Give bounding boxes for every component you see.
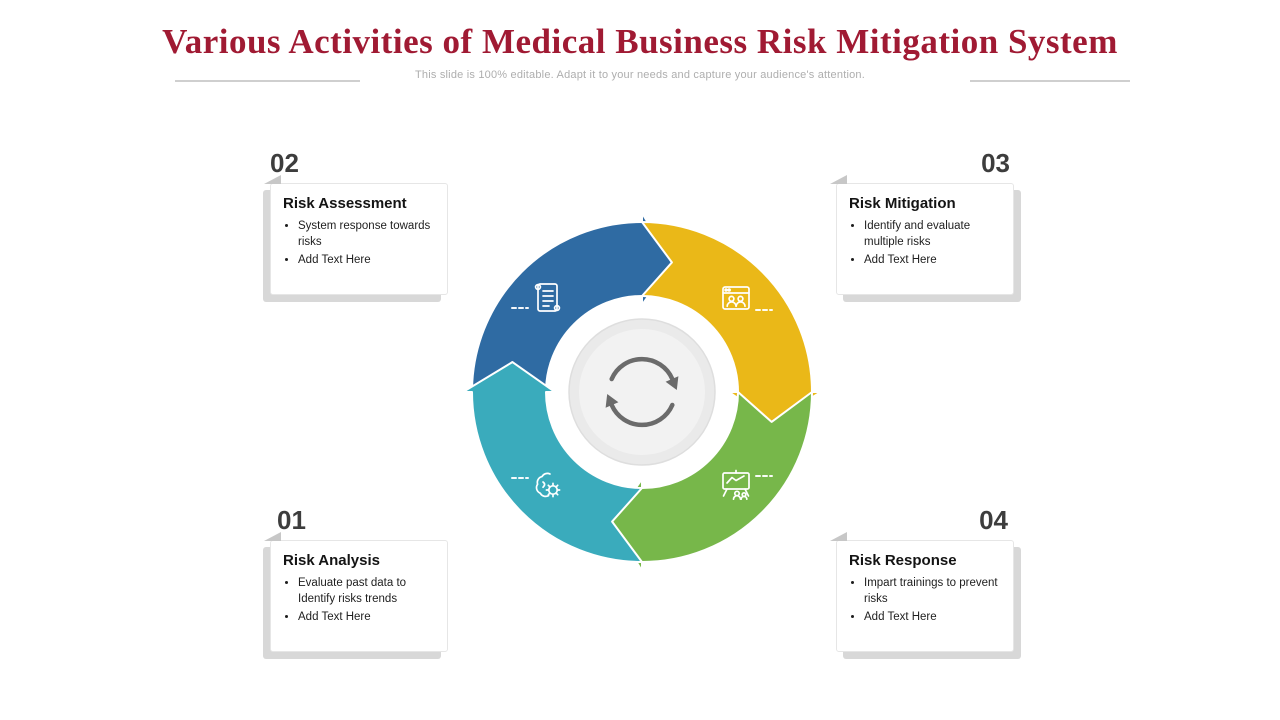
card-title: Risk Analysis xyxy=(283,552,380,569)
bullet-item: Impart trainings to prevent risks xyxy=(864,576,1001,607)
segment-risk-analysis xyxy=(462,361,643,563)
bullet-item: Identify and evaluate multiple risks xyxy=(864,219,1001,250)
step-number: 01 xyxy=(277,505,306,535)
title-underline-right xyxy=(970,80,1130,82)
step-number: 04 xyxy=(979,505,1008,535)
step-number: 03 xyxy=(981,148,1010,178)
cycle-ring xyxy=(462,212,822,572)
cycle-refresh-icon xyxy=(605,356,679,428)
bullet-list: Impart trainings to prevent risks Add Te… xyxy=(849,576,1001,626)
bullet-item: Add Text Here xyxy=(864,253,1001,269)
title-underline-left xyxy=(175,80,360,82)
card-title: Risk Response xyxy=(849,552,957,569)
bullet-item: Evaluate past data to Identify risks tre… xyxy=(298,576,435,607)
page-subtitle: This slide is 100% editable. Adapt it to… xyxy=(415,69,865,81)
card-risk-mitigation: Risk Mitigation Identify and evaluate mu… xyxy=(830,175,1014,295)
bullet-item: Add Text Here xyxy=(298,253,435,269)
card-risk-analysis: Risk Analysis Evaluate past data to Iden… xyxy=(264,532,448,652)
bullet-list: Identify and evaluate multiple risks Add… xyxy=(849,219,1001,269)
card-title: Risk Mitigation xyxy=(849,195,956,212)
card-risk-assessment: Risk Assessment System response towards … xyxy=(264,175,448,295)
cycle-diagram xyxy=(462,212,822,572)
bullet-item: Add Text Here xyxy=(864,610,1001,626)
card-title: Risk Assessment xyxy=(283,195,407,212)
card-risk-response: Risk Response Impart trainings to preven… xyxy=(830,532,1014,652)
page-title: Various Activities of Medical Business R… xyxy=(162,22,1118,61)
step-number: 02 xyxy=(270,148,299,178)
presentation-training-icon xyxy=(722,469,773,501)
bullet-item: System response towards risks xyxy=(298,219,435,250)
bullet-item: Add Text Here xyxy=(298,610,435,626)
cycle-center xyxy=(568,318,716,466)
browser-audience-icon xyxy=(722,286,773,311)
scroll-document-icon xyxy=(511,283,561,312)
brain-idea-icon xyxy=(511,472,561,498)
bullet-list: System response towards risks Add Text H… xyxy=(283,219,435,269)
bullet-list: Evaluate past data to Identify risks tre… xyxy=(283,576,435,626)
